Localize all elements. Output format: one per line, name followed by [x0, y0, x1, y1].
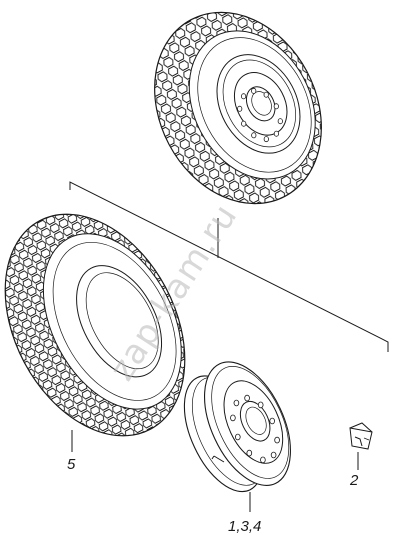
- callout-tire: 5: [67, 456, 76, 473]
- stud-hole: [270, 451, 277, 459]
- wheel-rim-part-1-3-4: [183, 361, 291, 512]
- assembly-bracket: [69, 181, 389, 352]
- stud-hole: [260, 456, 266, 464]
- stud-hole: [269, 417, 276, 425]
- stud-hole: [273, 130, 279, 137]
- stud-hole: [244, 394, 250, 402]
- stud-hole: [251, 87, 257, 94]
- stud-hole: [257, 401, 264, 409]
- stud-hole: [237, 105, 243, 112]
- stud-hole: [233, 399, 240, 407]
- stud-hole: [251, 132, 257, 139]
- callout-wheel-rim: 1,3,4: [228, 518, 261, 535]
- rim-stud-holes: [230, 394, 280, 464]
- assembled-wheel: [154, 11, 322, 205]
- stud-hole: [241, 93, 247, 100]
- stud-hole: [241, 120, 247, 127]
- stud-hole: [230, 414, 236, 422]
- stud-hole: [263, 136, 269, 143]
- stud-hole: [277, 118, 283, 125]
- stud-hole: [263, 91, 269, 98]
- wheel-stud-holes: [237, 87, 283, 143]
- stud-hole: [273, 103, 279, 110]
- stud-hole: [235, 433, 241, 441]
- valve-stem: [211, 455, 225, 463]
- callout-valve-cap: 2: [349, 472, 359, 489]
- tire-part-5: [4, 213, 186, 452]
- stud-hole: [274, 436, 280, 444]
- valve-cap-part-2: [349, 422, 373, 470]
- stud-hole: [246, 449, 253, 457]
